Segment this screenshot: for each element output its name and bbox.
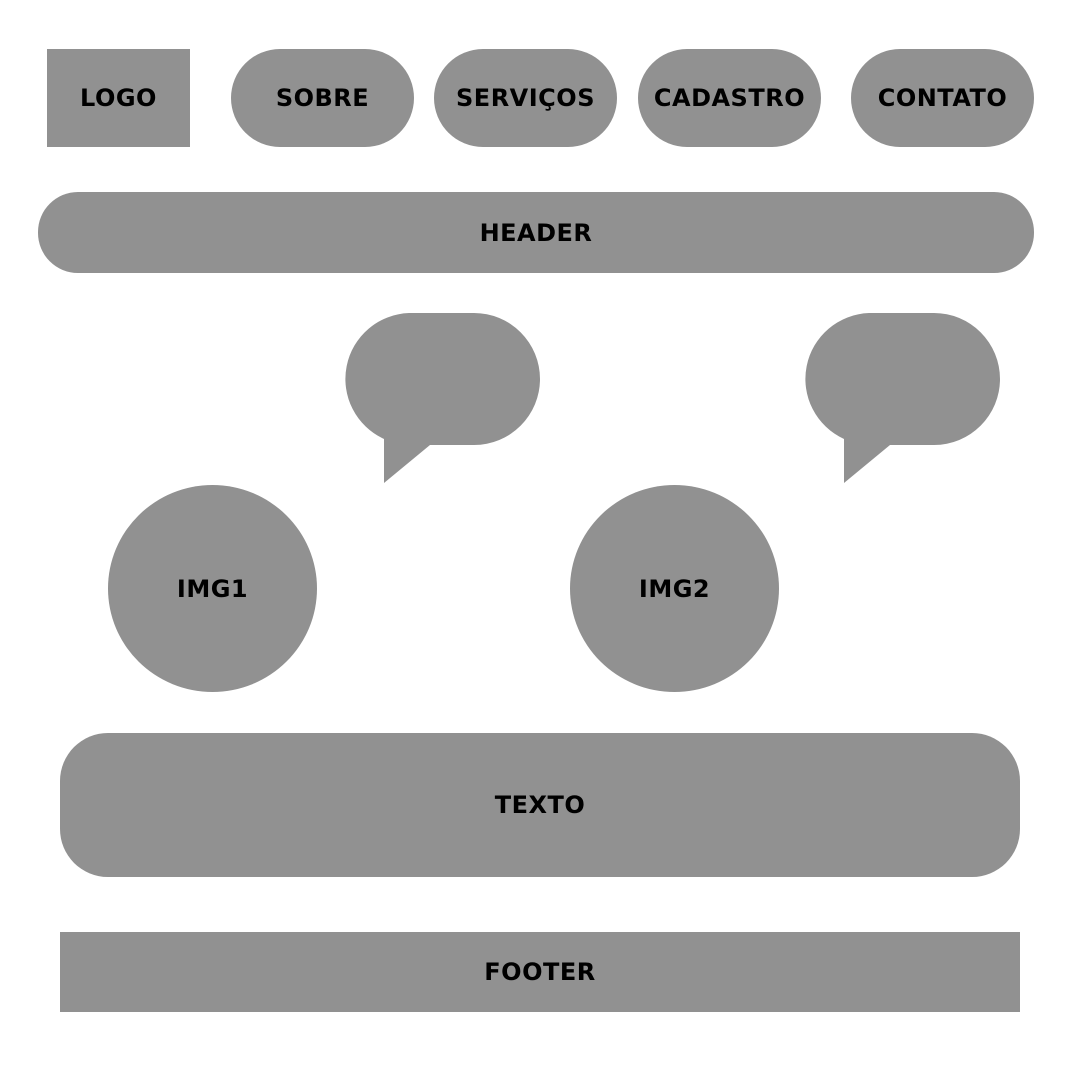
nav-button-contato[interactable]: CONTATO: [851, 49, 1034, 147]
nav-button-cadastro[interactable]: CADASTRO: [638, 49, 821, 147]
nav-button-servicos[interactable]: SERVIÇOS: [434, 49, 617, 147]
text-block: TEXTO: [60, 733, 1020, 877]
header-block: HEADER: [38, 192, 1034, 273]
speech-bubble-icon: [805, 313, 1000, 483]
nav-button-sobre[interactable]: SOBRE: [231, 49, 414, 147]
image-placeholder-1: IMG1: [108, 485, 317, 692]
image-placeholder-2: IMG2: [570, 485, 779, 692]
footer-block: FOOTER: [60, 932, 1020, 1012]
speech-bubble-icon: [345, 313, 540, 483]
logo-placeholder[interactable]: LOGO: [47, 49, 190, 147]
